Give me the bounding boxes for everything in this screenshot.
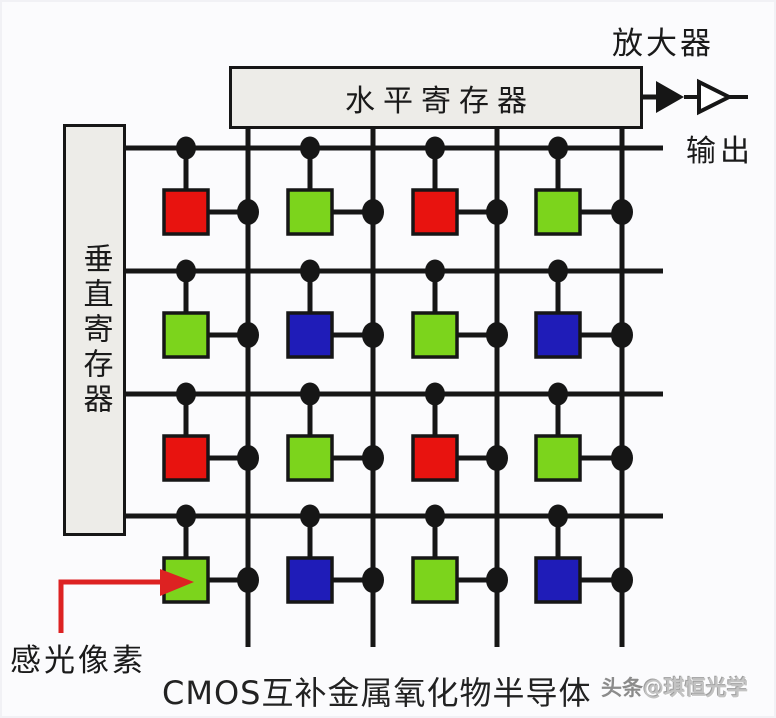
column-node-dot [486,322,508,348]
output-label: 输出 [686,134,754,169]
pixel-blue [286,311,334,359]
row-node-dot [176,136,196,160]
column-node-dot [362,567,384,593]
column-node-dot [611,322,633,348]
column-node-dot [237,567,259,593]
diagram-caption: CMOS互补金属氧化物半导体 [162,674,592,712]
column-node-dot [237,322,259,348]
column-node-dot [486,567,508,593]
vertical-register-label: 垂直寄存器 [77,242,113,418]
photosensitive-pixel-label: 感光像素 [10,643,146,679]
vertical-register-box: 垂直寄存器 [63,124,126,536]
column-node-dot [611,567,633,593]
amplifier-triangle-icon [697,78,734,116]
row-node-dot [425,504,445,528]
horizontal-register-box: 水平寄存器 [229,66,643,129]
pixel-green [534,188,582,236]
horizontal-register-label: 水平寄存器 [345,83,535,119]
pixel-green [162,311,210,359]
row-node-dot [176,382,196,406]
pixel-blue [534,556,582,604]
column-node-dot [611,445,633,471]
row-node-dot [425,382,445,406]
row-node-dot [548,504,568,528]
column-node-dot [362,199,384,225]
column-node-dot [237,445,259,471]
column-node-dot [486,445,508,471]
watermark: 头条@琪恒光学 [601,672,748,702]
row-node-dot [425,259,445,283]
pixel-green [534,434,582,482]
pixel-green [286,188,334,236]
column-node-dot [362,322,384,348]
row-node-dot [300,136,320,160]
row-node-dot [548,382,568,406]
watermark-suffix: @琪恒光学 [643,676,748,700]
pixel-blue [286,556,334,604]
row-node-dot [176,504,196,528]
pixel-red [411,434,459,482]
pixel-blue [534,311,582,359]
column-node-dot [237,199,259,225]
column-node-dot [611,199,633,225]
row-node-dot [176,259,196,283]
amplifier-label: 放大器 [612,26,714,62]
pixel-red [162,434,210,482]
solid-arrowhead-icon [656,81,684,113]
pixel-red [411,188,459,236]
row-node-dot [300,382,320,406]
pixel-green [286,434,334,482]
row-node-dot [300,259,320,283]
pointer-arrow-head-icon [160,569,194,596]
watermark-prefix: 头条 [601,676,643,700]
pixel-red [162,188,210,236]
pointer-arrow-shaft [58,579,164,633]
pixel-green [411,556,459,604]
row-node-dot [548,259,568,283]
pixel-green [411,311,459,359]
row-node-dot [425,136,445,160]
row-node-dot [300,504,320,528]
column-node-dot [486,199,508,225]
row-node-dot [548,136,568,160]
column-node-dot [362,445,384,471]
